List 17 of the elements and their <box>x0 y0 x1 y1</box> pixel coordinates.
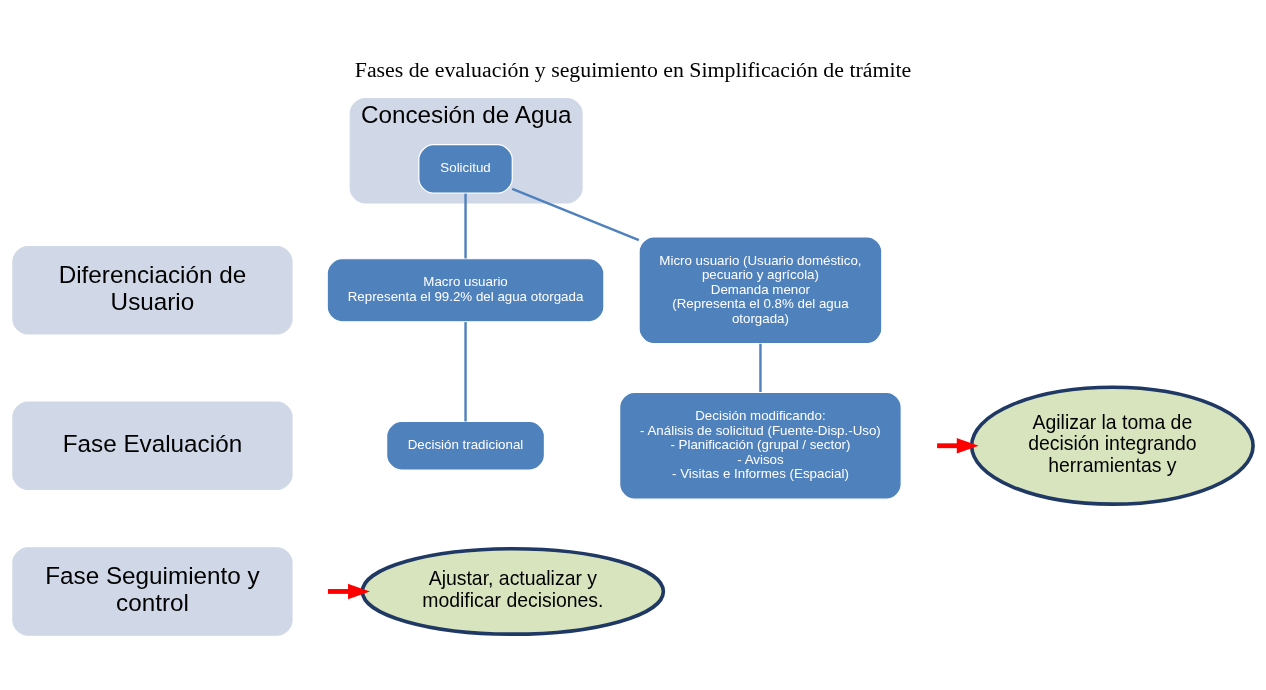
node-box: Fase Seguimiento y control <box>12 547 293 636</box>
node-box: Macro usuario Representa el 99.2% del agua otorgada <box>326 258 605 323</box>
arrow <box>327 583 370 600</box>
connector <box>464 193 467 259</box>
node-box: Decisión tradicional <box>386 420 546 471</box>
connector <box>464 322 467 422</box>
node-ellipse: Agilizar la toma de decisión integrando herramientas y <box>969 385 1255 506</box>
arrow <box>937 438 979 454</box>
diagram-title: Fases de evaluación y seguimiento en Simplificación de trámite <box>354 58 912 83</box>
node-box: Micro usuario (Usuario doméstico, pecuario y agrícola) Demanda menor (Representa el 0.8% del agua otorgada) <box>638 236 883 345</box>
connector <box>511 187 640 242</box>
node-box: Diferenciación de Usuario <box>12 246 293 335</box>
node-box: Solicitud <box>418 144 513 194</box>
connector <box>759 343 762 392</box>
node-box: Fase Evaluación <box>12 401 293 491</box>
node-box: Decisión modificando: - Análisis de solicitud (Fuente-Disp.-Uso) - Planificación (grupal / sector) - Avisos - Visitas e Informes (Espacial) <box>619 391 902 500</box>
node-ellipse: Ajustar, actualizar y modificar decisiones. <box>360 546 666 636</box>
